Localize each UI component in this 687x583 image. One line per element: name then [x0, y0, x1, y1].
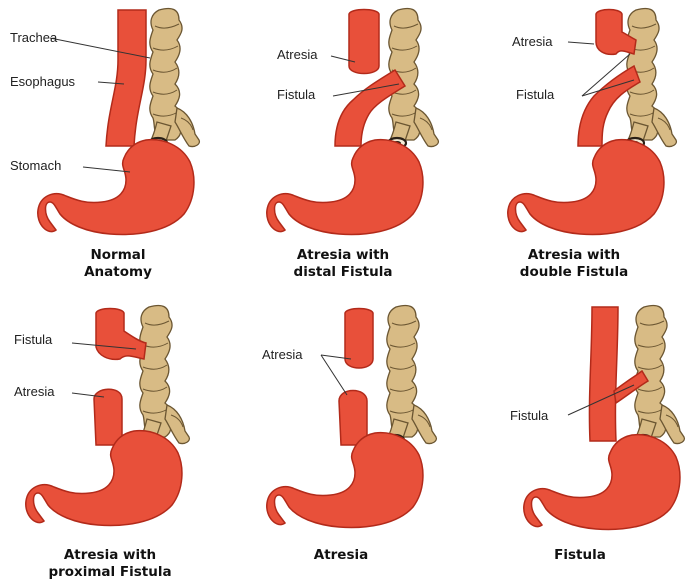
trachea-illustration: [386, 305, 436, 445]
label-atresia: Atresia: [277, 47, 317, 62]
label-atresia: Atresia: [512, 34, 552, 49]
label-esophagus: Esophagus: [10, 74, 75, 89]
panel-fistula: Fistula Fistula: [458, 295, 687, 583]
trachea-illustration: [139, 305, 189, 445]
panel-atresia: Atresia Atresia: [229, 295, 458, 583]
caption-atresia-distal-fistula: Atresia with distal Fistula: [233, 247, 453, 281]
atresia-illustration: [229, 295, 458, 583]
caption-atresia: Atresia: [231, 547, 451, 564]
esophagus-illustration: [589, 307, 618, 441]
upper-pouch-illustration: [349, 10, 379, 74]
label-fistula: Fistula: [277, 87, 315, 102]
label-stomach: Stomach: [10, 158, 61, 173]
panel-atresia-distal-fistula: Atresia Fistula Atresia with distal Fist…: [229, 0, 458, 290]
caption-fistula: Fistula: [470, 547, 687, 564]
label-trachea: Trachea: [10, 30, 57, 45]
label-atresia: Atresia: [14, 384, 54, 399]
label-fistula: Fistula: [510, 408, 548, 423]
stomach-illustration: [267, 140, 423, 235]
upper-pouch-fistula-illustration: [96, 309, 146, 360]
panel-atresia-double-fistula: Atresia Fistula Atresia with double Fist…: [458, 0, 687, 290]
panel-normal-anatomy: Trachea Esophagus Stomach Normal Anatomy: [0, 0, 229, 290]
stomach-illustration: [524, 435, 680, 530]
caption-atresia-proximal-fistula: Atresia with proximal Fistula: [0, 547, 220, 581]
stomach-illustration: [267, 433, 423, 528]
label-fistula: Fistula: [516, 87, 554, 102]
fistula-illustration: [458, 295, 687, 583]
stomach-illustration: [508, 140, 664, 235]
caption-normal-anatomy: Normal Anatomy: [8, 247, 228, 281]
caption-atresia-double-fistula: Atresia with double Fistula: [464, 247, 684, 281]
lower-pouch-illustration: [94, 389, 122, 445]
trachea-illustration: [149, 8, 199, 148]
esophagus-illustration: [106, 10, 146, 146]
lower-pouch-illustration: [339, 391, 367, 446]
label-fistula: Fistula: [14, 332, 52, 347]
panel-atresia-proximal-fistula: Fistula Atresia Atresia with proximal Fi…: [0, 295, 229, 583]
stomach-illustration: [38, 140, 194, 235]
label-atresia: Atresia: [262, 347, 302, 362]
